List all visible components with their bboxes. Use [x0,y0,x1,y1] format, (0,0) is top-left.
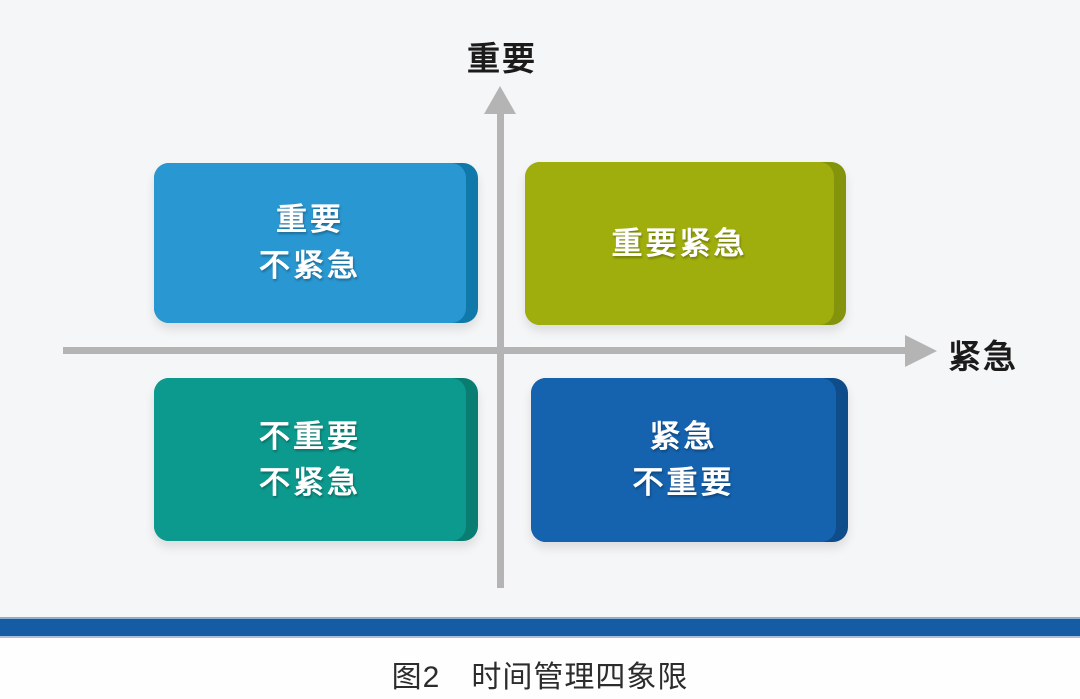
quadrant-top-left-face: 重要 不紧急 [154,163,466,323]
quadrant-label-line: 重要紧急 [611,225,748,261]
quadrant-bottom-left-face: 不重要 不紧急 [154,378,466,541]
y-axis-label: 重要 [467,40,537,77]
quadrant-top-left: 重要 不紧急 [154,163,478,323]
quadrant-label-line: 不重要 [632,465,735,500]
quadrant-label-line: 不重要 [259,418,361,454]
x-axis-line [63,347,907,354]
quadrant-label-line: 不紧急 [259,464,361,500]
arrow-right-icon [905,335,937,367]
quadrant-top-right: 重要紧急 [525,162,846,325]
quadrant-label-line: 重要 [276,202,344,237]
divider-bar [0,617,1080,638]
caption-area [0,638,1080,699]
x-axis-label: 紧急 [948,338,1018,375]
quadrant-bottom-left: 不重要 不紧急 [154,378,478,541]
arrow-up-icon [484,86,516,114]
quadrant-bottom-right-face: 紧急 不重要 [531,378,836,542]
figure-caption: 图2 时间管理四象限 [391,661,689,694]
quadrant-label-line: 紧急 [649,419,718,454]
quadrant-bottom-right: 紧急 不重要 [531,378,848,542]
quadrant-label-line: 不紧急 [259,248,361,283]
quadrant-top-right-face: 重要紧急 [525,162,834,325]
